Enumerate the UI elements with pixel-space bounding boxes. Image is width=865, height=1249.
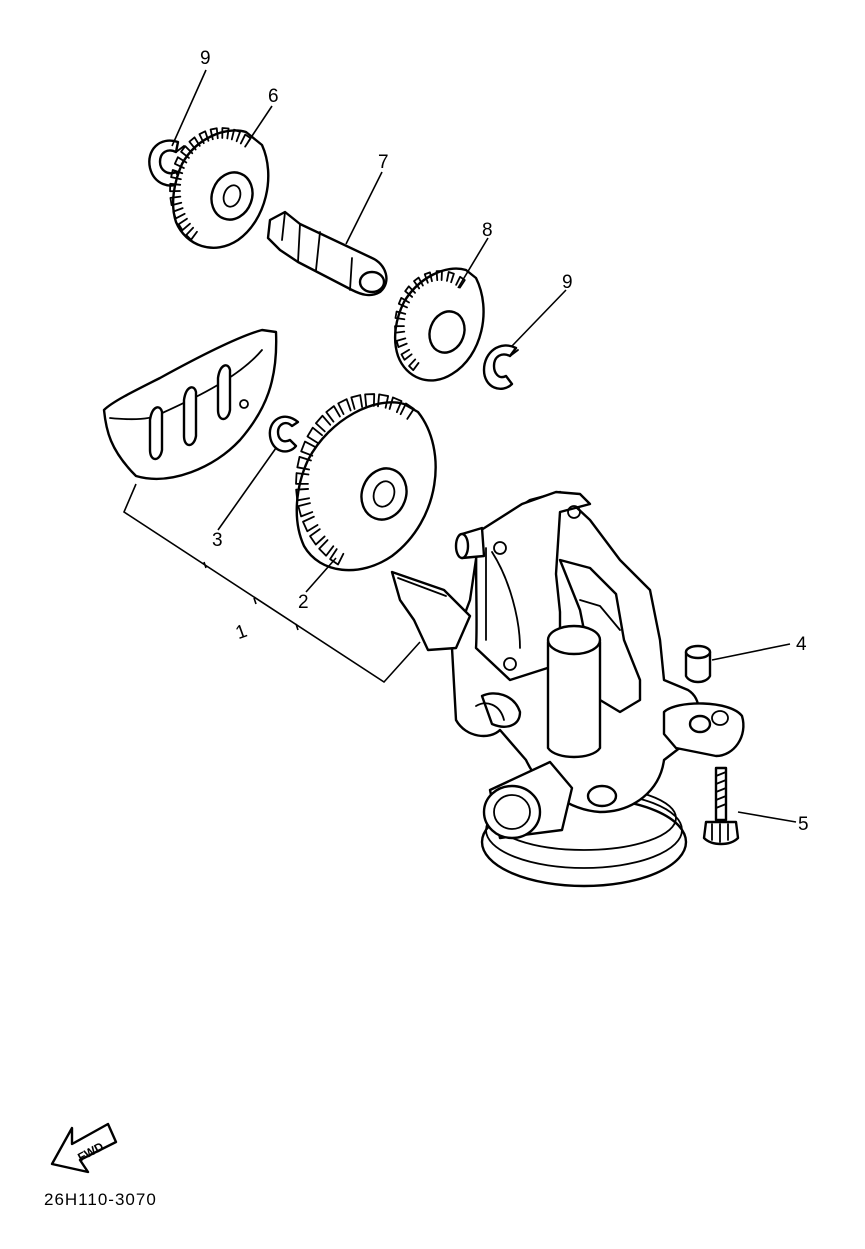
fwd-direction-arrow: FWD — [50, 1122, 118, 1174]
callout-6: 6 — [268, 86, 279, 107]
leader-lines — [171, 69, 797, 823]
shaft-7 — [266, 210, 388, 297]
pump-cover-plate — [102, 328, 278, 480]
callout-8: 8 — [482, 220, 493, 241]
callout-5: 5 — [798, 814, 809, 835]
drawing-code: 26H110-3070 — [44, 1190, 157, 1209]
callout-2: 2 — [298, 592, 309, 613]
gear-8 — [393, 267, 485, 382]
screw-5 — [702, 766, 740, 846]
callout-3: 3 — [212, 530, 223, 551]
circlip-3 — [268, 415, 300, 453]
callout-4: 4 — [796, 634, 807, 655]
gear-6 — [169, 127, 270, 249]
callout-1: 1 — [233, 621, 250, 644]
dowel-pin-4 — [684, 644, 712, 684]
circlip-9-right — [482, 344, 519, 390]
callout-9-right: 9 — [562, 272, 573, 293]
callout-7: 7 — [378, 152, 389, 173]
gear-2 — [295, 393, 437, 572]
assembly-1-bracket — [123, 483, 421, 684]
oil-pump-housing — [390, 490, 745, 888]
callout-9-top: 9 — [200, 48, 211, 69]
